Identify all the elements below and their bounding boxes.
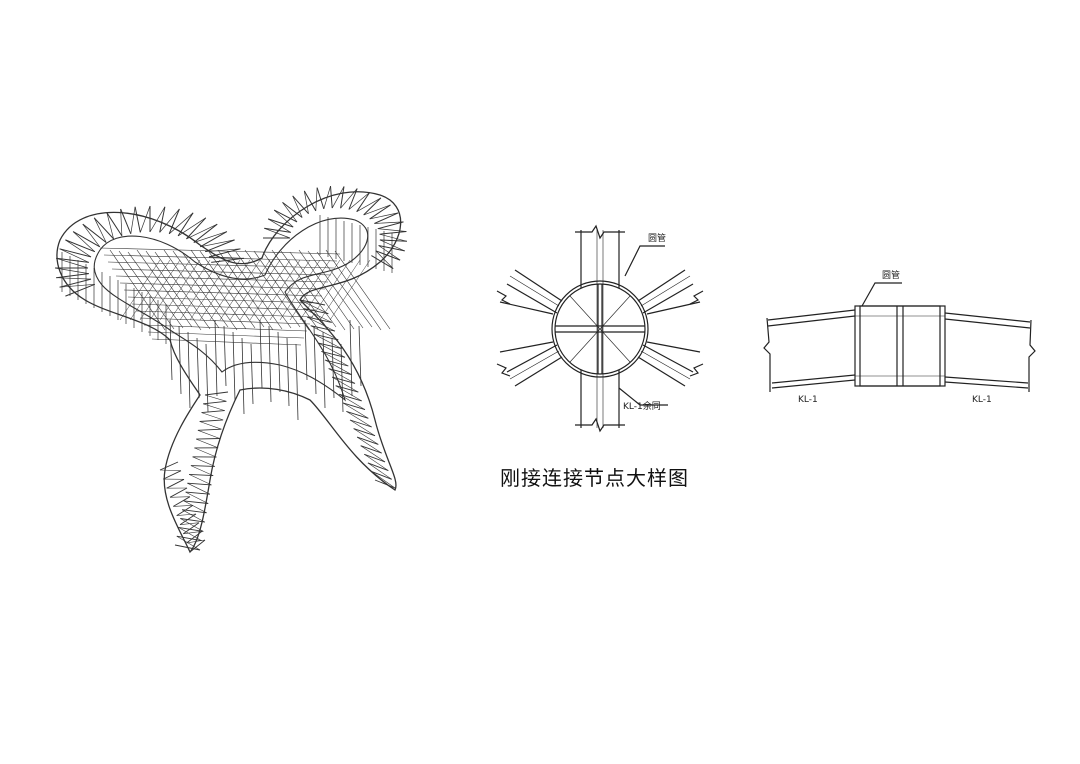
- pipe-elevation: [854, 305, 946, 387]
- node-elevation-beam-right-label: KL-1: [972, 395, 992, 405]
- pipe-outer-circle: [551, 280, 649, 378]
- node-plan-beam-label: KL-1余同: [623, 400, 661, 412]
- detail-caption: 刚接连接节点大样图: [500, 466, 689, 490]
- node-elevation-beam-left-label: KL-1: [798, 395, 818, 405]
- pipe-inner-circle: [554, 283, 646, 375]
- node-plan-pipe-label: 圆管: [648, 232, 666, 244]
- node-elevation-pipe-label: 圆管: [882, 269, 900, 281]
